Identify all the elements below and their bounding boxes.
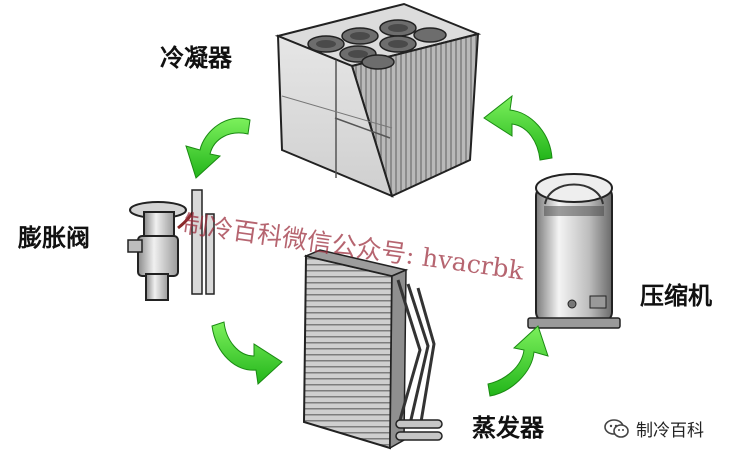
flow-arrow-compressor-to-condenser (483, 94, 553, 161)
wechat-icon (604, 418, 629, 438)
expansion-valve-label: 膨胀阀 (18, 224, 90, 252)
flow-arrow-valve-to-evaporator (211, 321, 283, 386)
expansion-valve-unit (127, 189, 215, 301)
evaporator-unit (302, 249, 443, 450)
brand-badge: 制冷百科 (604, 416, 704, 441)
compressor-label: 压缩机 (640, 282, 712, 310)
evaporator-label: 蒸发器 (472, 414, 544, 442)
condenser-unit (274, 2, 482, 198)
condenser-label: 冷凝器 (160, 44, 232, 72)
compressor-unit (527, 173, 621, 329)
brand-name: 制冷百科 (636, 421, 704, 441)
flow-arrow-condenser-to-valve (185, 117, 251, 179)
flow-arrow-evaporator-to-compressor (487, 325, 549, 397)
